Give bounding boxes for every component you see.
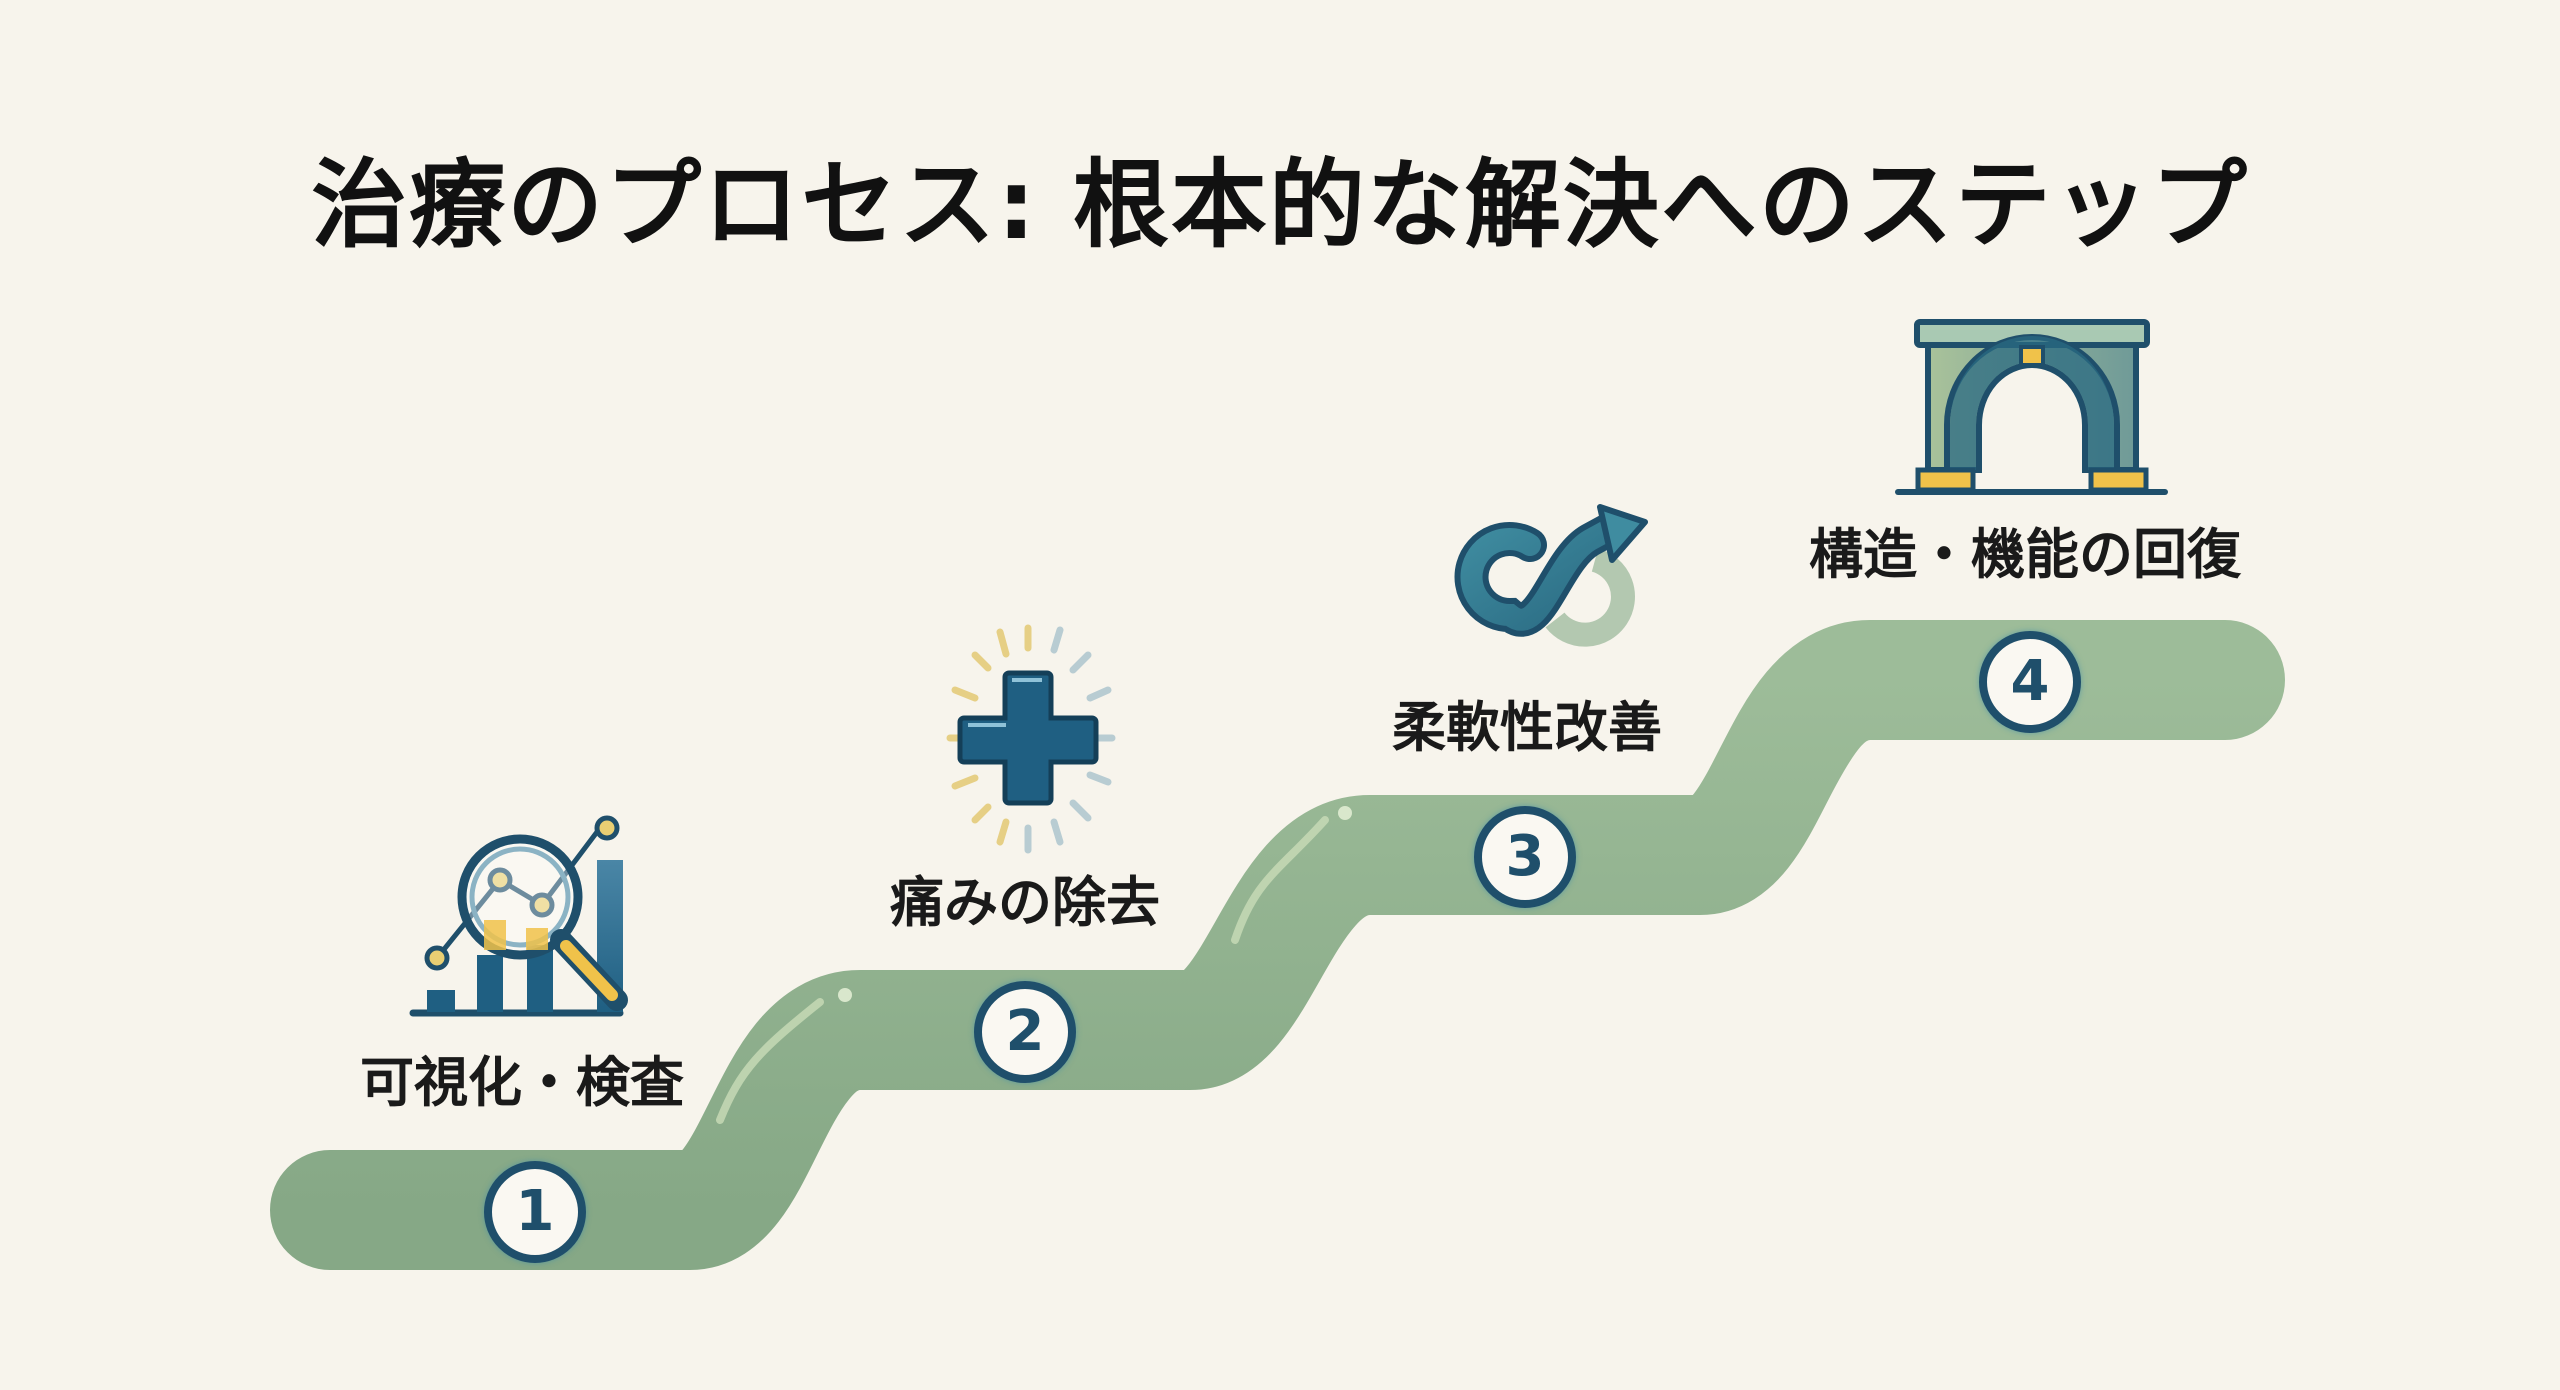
stair-path xyxy=(270,620,2285,1270)
path-highlight xyxy=(1231,816,1329,944)
page-title: 治療のプロセス: 根本的な解決へのステップ xyxy=(311,149,2249,261)
medical-cross-icon xyxy=(946,624,1116,854)
step-3-label: 柔軟性改善 xyxy=(1392,696,1662,759)
path-highlight-dot xyxy=(1338,806,1352,820)
infinity-arrow-icon xyxy=(1454,504,1648,647)
step-4-number-badge: 4 xyxy=(1979,631,2081,733)
step-2-number-badge: 2 xyxy=(974,981,1076,1083)
step-1-number-badge: 1 xyxy=(484,1161,586,1263)
step-1-label: 可視化・検査 xyxy=(360,1051,684,1114)
path-highlight-dot xyxy=(838,988,852,1002)
step-3-number-badge: 3 xyxy=(1474,806,1576,908)
step-2-label: 痛みの除去 xyxy=(890,871,1160,934)
path-highlight xyxy=(716,998,824,1124)
step-4-label: 構造・機能の回復 xyxy=(1809,523,2241,586)
arch-icon xyxy=(1895,319,2168,495)
chart-magnifier-icon xyxy=(409,815,628,1017)
